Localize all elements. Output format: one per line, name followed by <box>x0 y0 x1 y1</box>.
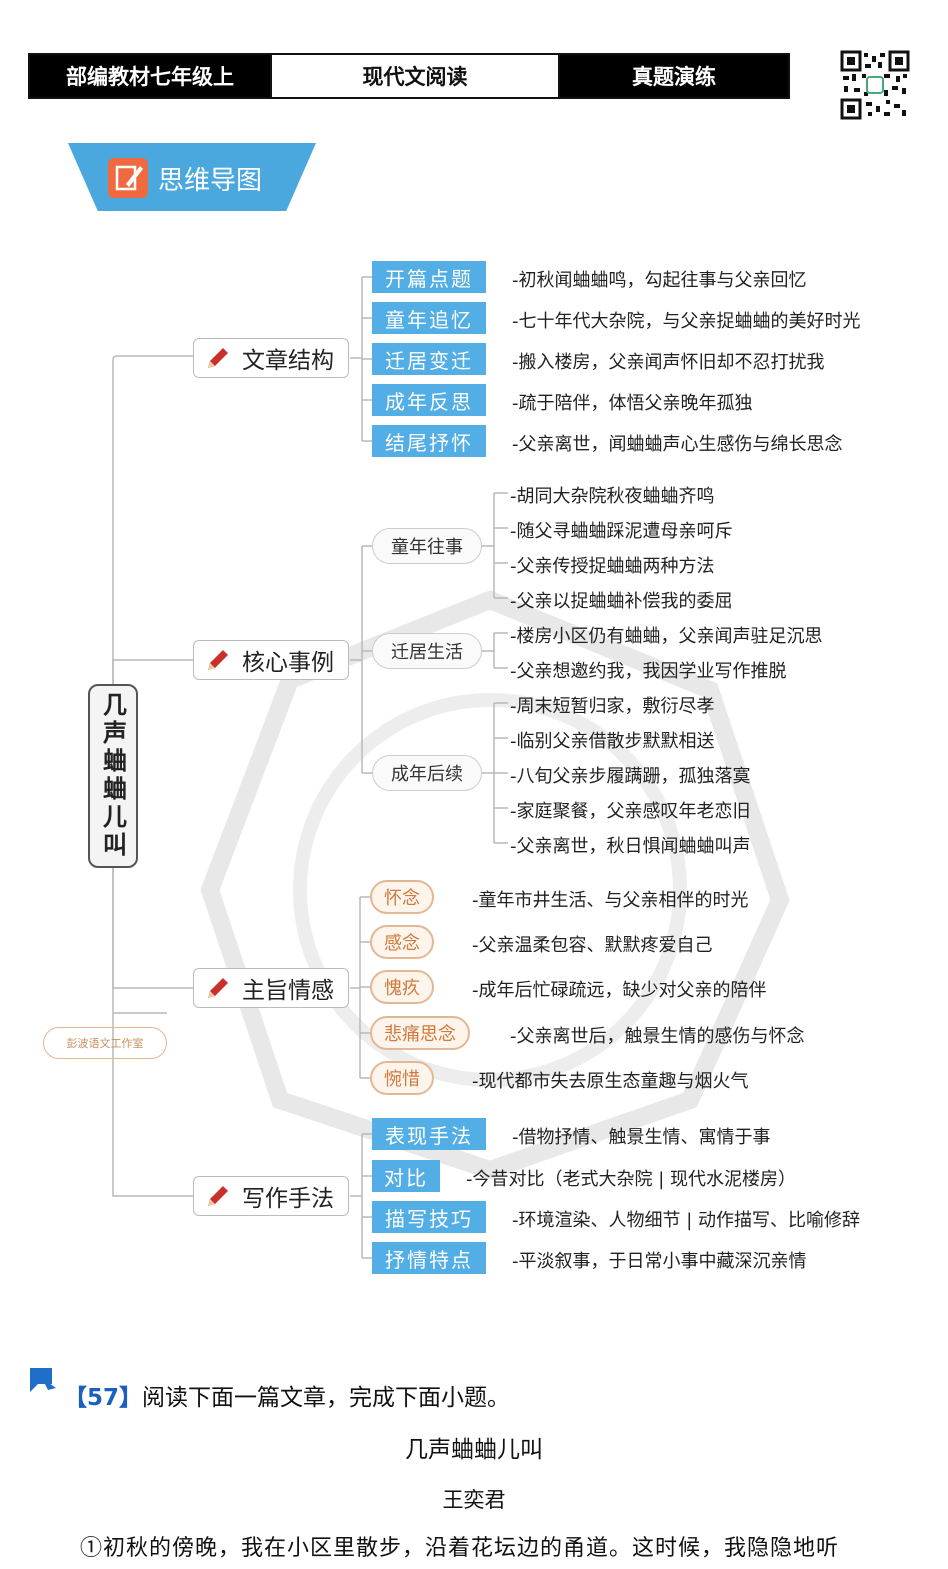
events-item: -楼房小区仍有蛐蛐，父亲闻声驻足沉思 <box>510 626 823 647</box>
node-events[interactable]: 核心事例 <box>193 640 349 680</box>
question-instruction: 阅读下面一篇文章，完成下面小题。 <box>142 1385 511 1411</box>
question-prompt: 【57】阅读下面一篇文章，完成下面小题。 <box>64 1378 510 1412</box>
pencil-icon <box>208 650 228 670</box>
header-grade: 部编教材七年级上 <box>30 55 270 97</box>
theme-tag: 悲痛思念 <box>370 1016 470 1050</box>
theme-tag: 怀念 <box>370 880 434 914</box>
article-paragraph: ①初秋的傍晚，我在小区里散步，沿着花坛边的甬道。这时候，我隐隐地听 <box>80 1536 840 1561</box>
node-theme-label: 主旨情感 <box>242 978 334 1004</box>
theme-tag: 惋惜 <box>370 1061 434 1095</box>
events-group-tag: 迁居生活 <box>372 633 482 669</box>
theme-text: -成年后忙碌疏远，缺少对父亲的陪伴 <box>472 980 767 1001</box>
events-item: -随父寻蛐蛐踩泥遭母亲呵斥 <box>510 521 733 542</box>
theme-tag: 感念 <box>370 925 434 959</box>
question-flag-icon <box>30 1368 56 1392</box>
events-item: -父亲传授捉蛐蛐两种方法 <box>510 556 715 577</box>
theme-text: -父亲离世后，触景生情的感伤与怀念 <box>510 1026 805 1047</box>
structure-text: -初秋闻蛐蛐鸣，勾起往事与父亲回忆 <box>512 270 807 291</box>
header-bar: 部编教材七年级上 现代文阅读 真题演练 <box>28 53 790 99</box>
events-item: -八旬父亲步履蹒跚，孤独落寞 <box>510 766 751 787</box>
pencil-icon <box>208 348 228 368</box>
writing-text: -平淡叙事，于日常小事中藏深沉亲情 <box>512 1251 807 1272</box>
structure-text: -疏于陪伴，体悟父亲晚年孤独 <box>512 393 753 414</box>
mindmap-root: 几声蛐蛐儿叫 <box>88 684 138 868</box>
node-theme[interactable]: 主旨情感 <box>193 968 349 1008</box>
structure-tag: 开篇点题 <box>372 261 486 293</box>
theme-text: -现代都市失去原生态童趣与烟火气 <box>472 1071 749 1092</box>
writing-text: -今昔对比（老式大杂院 | 现代水泥楼房） <box>466 1169 797 1190</box>
events-item: -家庭聚餐，父亲感叹年老恋旧 <box>510 801 751 822</box>
theme-text: -童年市井生活、与父亲相伴的时光 <box>472 890 749 911</box>
structure-tag: 成年反思 <box>372 384 486 416</box>
events-group-tag: 童年往事 <box>372 528 482 564</box>
node-events-label: 核心事例 <box>242 650 334 676</box>
events-item: -周末短暂归家，敷衍尽孝 <box>510 696 715 717</box>
watermark-seal-icon <box>200 590 790 1180</box>
node-writing-label: 写作手法 <box>242 1186 334 1212</box>
node-writing[interactable]: 写作手法 <box>193 1176 349 1216</box>
pencil-icon <box>208 1186 228 1206</box>
article-title: 几声蛐蛐儿叫 <box>405 1437 543 1463</box>
studio-watermark: 彭波语文工作室 <box>43 1027 167 1059</box>
writing-tag: 抒情特点 <box>372 1242 486 1274</box>
events-item: -胡同大杂院秋夜蛐蛐齐鸣 <box>510 486 715 507</box>
qr-code-icon[interactable] <box>840 50 910 120</box>
events-item: -父亲以捉蛐蛐补偿我的委屈 <box>510 591 733 612</box>
structure-text: -搬入楼房，父亲闻声怀旧却不忍打扰我 <box>512 352 825 373</box>
article-author: 王奕君 <box>442 1488 506 1512</box>
writing-tag: 描写技巧 <box>372 1201 486 1233</box>
events-group-tag: 成年后续 <box>372 755 482 791</box>
events-item: -父亲想邀约我，我因学业写作推脱 <box>510 661 787 682</box>
header-section: 真题演练 <box>560 55 788 97</box>
node-structure[interactable]: 文章结构 <box>193 338 349 378</box>
pencil-note-icon <box>108 158 148 198</box>
structure-tag: 童年追忆 <box>372 302 486 334</box>
theme-tag: 愧疚 <box>370 970 434 1004</box>
events-item: -临别父亲借散步默默相送 <box>510 731 715 752</box>
writing-text: -环境渲染、人物细节 | 动作描写、比喻修辞 <box>512 1210 861 1231</box>
question-number: 【57】 <box>64 1385 143 1411</box>
header-subject: 现代文阅读 <box>270 55 560 97</box>
structure-tag: 结尾抒怀 <box>372 425 486 457</box>
theme-text: -父亲温柔包容、默默疼爱自己 <box>472 935 713 956</box>
pencil-icon <box>208 978 228 998</box>
node-structure-label: 文章结构 <box>242 348 334 374</box>
writing-tag: 表现手法 <box>372 1118 486 1150</box>
structure-text: -父亲离世，闻蛐蛐声心生感伤与绵长思念 <box>512 434 843 455</box>
events-item: -父亲离世，秋日惧闻蛐蛐叫声 <box>510 836 751 857</box>
writing-tag: 对比 <box>372 1160 440 1192</box>
writing-text: -借物抒情、触景生情、寓情于事 <box>512 1127 771 1148</box>
mindmap-banner-label: 思维导图 <box>158 166 263 196</box>
structure-text: -七十年代大杂院，与父亲捉蛐蛐的美好时光 <box>512 311 861 332</box>
structure-tag: 迁居变迁 <box>372 343 486 375</box>
